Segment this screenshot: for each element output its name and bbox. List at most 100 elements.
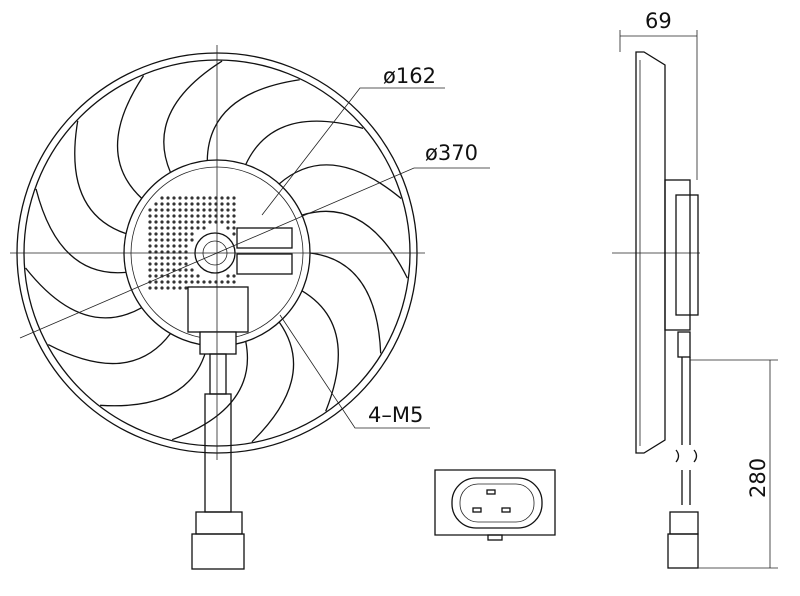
- vent-hole: [160, 268, 164, 272]
- vent-hole: [154, 238, 158, 242]
- vent-hole: [202, 196, 206, 200]
- vent-hole: [190, 202, 194, 206]
- side-shroud: [635, 51, 666, 454]
- vent-hole: [154, 232, 158, 236]
- vent-hole: [166, 208, 170, 212]
- vent-hole: [190, 268, 194, 272]
- vent-hole: [178, 256, 182, 260]
- vent-hole: [232, 280, 236, 284]
- vent-hole: [160, 244, 164, 248]
- vent-hole: [154, 256, 158, 260]
- vent-hole: [190, 220, 194, 224]
- vent-hole: [154, 202, 158, 206]
- vent-hole: [196, 226, 200, 230]
- vent-hole: [166, 244, 170, 248]
- vent-hole: [184, 202, 188, 206]
- vent-hole: [166, 262, 170, 266]
- vent-hole: [160, 208, 164, 212]
- vent-hole: [160, 226, 164, 230]
- blade-edge: [301, 210, 408, 279]
- vent-hole: [220, 214, 224, 218]
- cable-length-label: 280: [746, 458, 770, 498]
- vent-hole: [202, 214, 206, 218]
- side-gland: [677, 331, 691, 358]
- vent-hole: [226, 214, 230, 218]
- vent-hole: [226, 280, 230, 284]
- connector-outline: [434, 469, 556, 536]
- vent-hole: [148, 214, 152, 218]
- vent-hole: [208, 202, 212, 206]
- vent-hole: [226, 220, 230, 224]
- hub-diameter-label: ø162: [383, 64, 436, 88]
- vent-hole: [220, 220, 224, 224]
- vent-hole: [154, 244, 158, 248]
- vent-hole: [232, 226, 236, 230]
- fan-diameter-label: ø370: [425, 141, 478, 165]
- motor-terminal: [236, 227, 293, 249]
- vent-hole: [160, 286, 164, 290]
- vent-hole: [160, 238, 164, 242]
- blade-edge: [47, 333, 172, 365]
- vent-hole: [196, 220, 200, 224]
- vent-hole: [178, 238, 182, 242]
- vent-hole: [184, 244, 188, 248]
- break-symbol: [675, 449, 698, 463]
- vent-hole: [184, 268, 188, 272]
- vent-hole: [166, 220, 170, 224]
- vent-hole: [166, 280, 170, 284]
- vent-hole: [154, 220, 158, 224]
- vent-hole: [154, 208, 158, 212]
- vent-hole: [184, 208, 188, 212]
- vent-hole: [196, 196, 200, 200]
- vent-hole: [154, 274, 158, 278]
- vent-hole: [220, 280, 224, 284]
- vent-hole: [196, 214, 200, 218]
- blade-edge: [278, 164, 402, 200]
- vent-hole: [190, 280, 194, 284]
- vent-hole: [154, 280, 158, 284]
- side-plug: [667, 533, 699, 569]
- vent-hole: [172, 226, 176, 230]
- vent-hole: [202, 226, 206, 230]
- vent-hole: [166, 196, 170, 200]
- vent-hole: [184, 196, 188, 200]
- vent-hole: [178, 262, 182, 266]
- vent-hole: [172, 280, 176, 284]
- plug: [191, 533, 245, 570]
- vent-hole: [172, 262, 176, 266]
- vent-hole: [154, 262, 158, 266]
- vent-hole: [196, 280, 200, 284]
- side-motor-body: [675, 194, 699, 316]
- side-view: 69 280: [612, 9, 778, 569]
- blade-edge: [74, 120, 127, 235]
- vent-hole: [178, 286, 182, 290]
- vent-hole: [226, 274, 230, 278]
- vent-hole: [178, 244, 182, 248]
- vent-hole: [166, 202, 170, 206]
- vent-hole: [232, 214, 236, 218]
- connector-face: [451, 477, 543, 529]
- vent-hole: [190, 214, 194, 218]
- vent-hole: [178, 202, 182, 206]
- vent-hole: [166, 214, 170, 218]
- cable: [209, 353, 227, 395]
- vent-hole: [202, 208, 206, 212]
- width-label: 69: [645, 9, 672, 33]
- vent-hole: [220, 202, 224, 206]
- vent-hole: [232, 196, 236, 200]
- vent-hole: [148, 256, 152, 260]
- vent-hole: [148, 220, 152, 224]
- vent-hole: [148, 274, 152, 278]
- vent-hole: [172, 214, 176, 218]
- motor-terminal: [236, 253, 293, 275]
- vent-hole: [178, 274, 182, 278]
- vent-hole: [202, 220, 206, 224]
- vent-hole: [172, 208, 176, 212]
- pin: [486, 489, 496, 495]
- vent-hole: [202, 202, 206, 206]
- vent-hole: [154, 214, 158, 218]
- vent-hole: [172, 238, 176, 242]
- vent-hole: [184, 262, 188, 266]
- blade-edge: [251, 321, 295, 443]
